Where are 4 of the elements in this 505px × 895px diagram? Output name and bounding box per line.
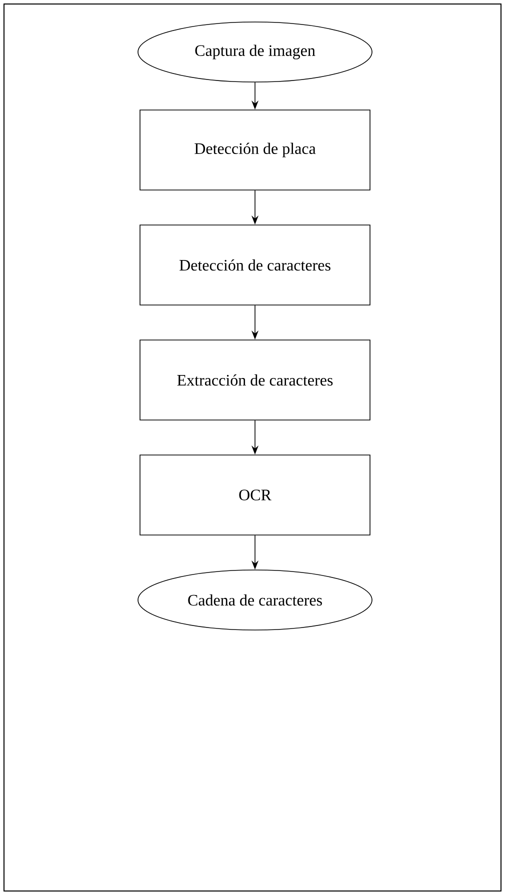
- process-box: Detección de placa: [140, 110, 370, 190]
- process-box: Extracción de caracteres: [140, 340, 370, 420]
- process-box: OCR: [140, 454, 370, 536]
- process-box: Detección de caracteres: [140, 224, 370, 306]
